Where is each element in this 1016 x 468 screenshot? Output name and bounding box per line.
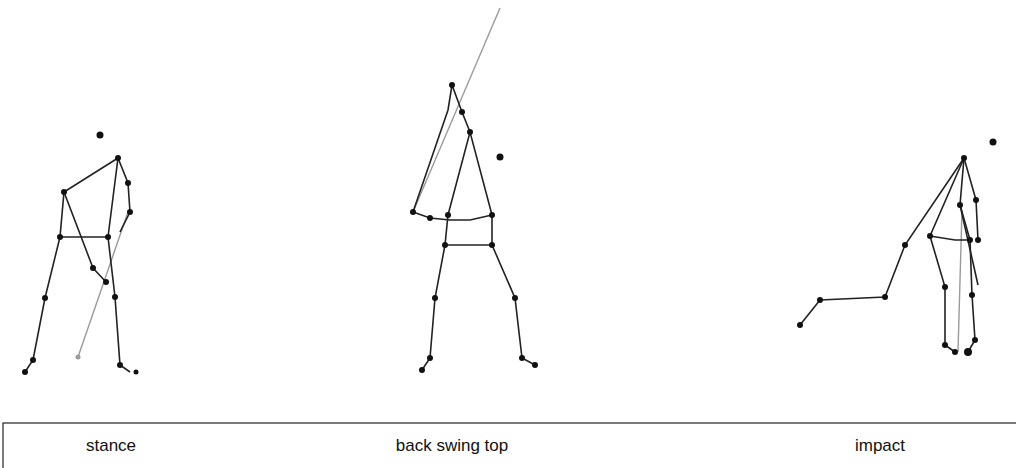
phase-label: back swing top xyxy=(394,436,510,456)
label-frame xyxy=(3,423,1016,468)
impact-figure xyxy=(797,139,997,357)
phase-label: impact xyxy=(853,436,907,456)
stance-figure xyxy=(22,132,139,376)
back-swing-top-figure xyxy=(410,8,538,373)
phase-label: stance xyxy=(84,436,138,456)
